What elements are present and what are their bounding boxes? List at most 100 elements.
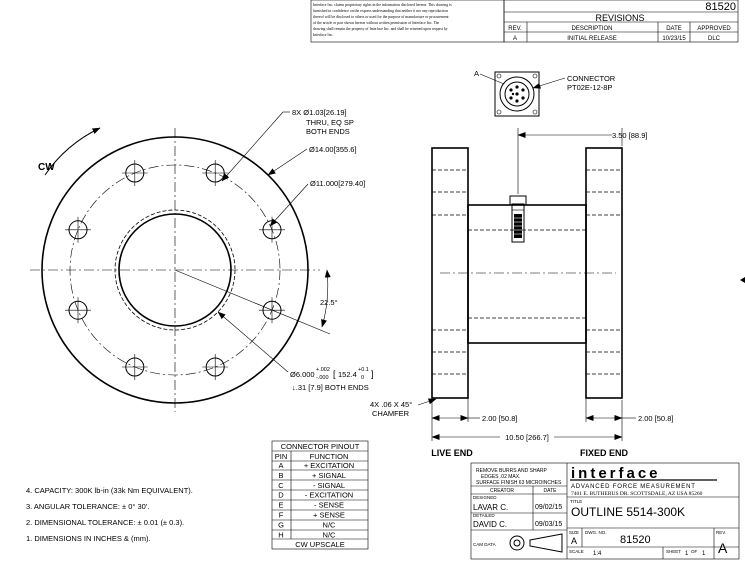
notice-line: drawing shall remain the property of Int… xyxy=(313,27,448,31)
flange-front-view: CW 8X Ø1.03[26.19] THRU, EQ SP BOTH ENDS… xyxy=(30,108,374,412)
hole-callout-line2: THRU, EQ SP xyxy=(306,118,354,127)
detailed-date: 09/03/15 xyxy=(535,521,562,528)
dim-overall: 10.50 [266.7] xyxy=(505,433,549,442)
revision-block: 81520 REVISIONS REV. DESCRIPTION DATE AP… xyxy=(503,0,739,43)
notice-line: furnished in confidence on the express u… xyxy=(313,9,448,13)
chamfer-line1: 4X .06 X 45° xyxy=(370,400,412,409)
connector-pinout-table: CONNECTOR PINOUT PIN FUNCTION A + EXCITAT… xyxy=(271,440,369,550)
side-connector-flange xyxy=(509,195,527,206)
bolt-circle-label: Ø11.000[279.40] xyxy=(310,179,365,188)
live-end-label: LIVE END xyxy=(431,448,473,458)
pinout-function: + SENSE xyxy=(313,511,345,520)
sensor-body xyxy=(467,204,587,344)
notice-line: Interface Inc. xyxy=(313,33,333,37)
dwg-no-value: 81520 xyxy=(620,534,651,546)
dwg-no-label: DWG. NO. xyxy=(585,530,607,535)
bolt-holes xyxy=(65,160,285,380)
connector-flange xyxy=(494,71,540,117)
projection-cone-icon xyxy=(529,533,563,553)
sensor-side-view: 3.50 [88.9] 4X .06 X 45° CHAMFER 2.00 [5… xyxy=(370,128,673,458)
pin-col-header: PIN xyxy=(275,452,288,461)
side-connector-body xyxy=(511,203,525,243)
bore-metric-plus: +0.1 xyxy=(358,367,369,373)
revision-rev: A xyxy=(513,36,517,42)
revision-date: 10/23/15 xyxy=(662,36,686,42)
note-1: 1. DIMENSIONS IN INCHES & (mm). xyxy=(26,534,151,543)
rotation-label: CW xyxy=(38,162,55,173)
size-value: A xyxy=(571,536,577,546)
projection-symbol-icon xyxy=(509,535,525,551)
bottom-title-block: REMOVE BURRS AND SHARP EDGES .02 MAX. SU… xyxy=(470,462,740,560)
pinout-function: - SENSE xyxy=(314,501,344,510)
pinout-pin: H xyxy=(278,530,283,539)
pinout-function: + SIGNAL xyxy=(312,471,346,480)
fixed-end-label: FIXED END xyxy=(580,448,629,458)
rev-value: A xyxy=(718,540,728,556)
scale-value: 1:4 xyxy=(593,551,602,557)
title-label: TITLE xyxy=(570,499,582,504)
bore-depth-label: ↓.31 [7.9] BOTH ENDS xyxy=(292,383,369,392)
bore-metric: 152.4 xyxy=(338,370,357,379)
finish-note-line3: SURFACE FINISH 63 MICROINCHES xyxy=(476,480,562,486)
pinout-function: + EXCITATION xyxy=(304,461,354,470)
pinout-pin: B xyxy=(278,471,283,480)
bore-tol-plus: +.002 xyxy=(316,367,330,373)
description-col-header: DESCRIPTION xyxy=(571,26,612,32)
sheet-value: 1 xyxy=(685,551,689,557)
cw-rotation-arrow xyxy=(44,127,101,176)
designed-date: 09/02/15 xyxy=(535,504,562,511)
pinout-footer: CW UPSCALE xyxy=(295,540,345,549)
finish-note-line2: EDGES .02 MAX. xyxy=(481,474,520,480)
hole-callout-line1: 8X Ø1.03[26.19] xyxy=(292,108,347,117)
date-col-header: DATE xyxy=(666,26,682,32)
company-tagline: ADVANCED FORCE MEASUREMENT xyxy=(571,484,696,490)
pinout-title: CONNECTOR PINOUT xyxy=(281,442,360,451)
angle-label: 22.5° xyxy=(320,298,338,307)
rev-label: REV. xyxy=(716,530,726,535)
pinout-function: N/C xyxy=(323,520,337,529)
dim-connector-offset: 3.50 [88.9] xyxy=(612,131,647,140)
of-label: OF xyxy=(691,549,698,554)
function-col-header: FUNCTION xyxy=(310,452,349,461)
bore-diameter-label: Ø6.000 xyxy=(290,370,315,379)
revision-approved: DLC xyxy=(708,36,721,42)
note-2: 2. DIMENSIONAL TOLERANCE: ± 0.01 (± 0.3)… xyxy=(26,518,184,527)
revision-description: INITIAL RELEASE xyxy=(567,36,616,42)
bore-tol-minus: -.000 xyxy=(316,375,329,381)
hole-callout-line3: BOTH ENDS xyxy=(306,127,350,136)
revisions-heading: REVISIONS xyxy=(595,13,644,23)
note-4: 4. CAPACITY: 300K lb-in (33k Nm EQUIVALE… xyxy=(26,486,193,495)
date-label: DATE xyxy=(544,488,558,494)
pinout-pin: E xyxy=(278,501,283,510)
zone-marker-icon xyxy=(740,277,745,283)
size-label: SIZE xyxy=(569,530,579,535)
scale-label: SCALE xyxy=(569,549,584,554)
pinout-pin: A xyxy=(278,461,283,470)
bracket-right: ] xyxy=(371,369,374,379)
note-3: 3. ANGULAR TOLERANCE: ± 0° 30'. xyxy=(26,502,149,511)
dim-flange-left: 2.00 [50.8] xyxy=(482,414,517,423)
drawing-number-top: 81520 xyxy=(705,1,736,13)
finish-note-line1: REMOVE BURRS AND SHARP xyxy=(476,468,548,474)
chamfer-line2: CHAMFER xyxy=(372,409,410,418)
bracket-left: [ xyxy=(333,369,336,379)
pinout-pin: F xyxy=(279,511,284,520)
company-address: 7401 E. BUTHERUS DR. SCOTTSDALE, AZ USA … xyxy=(571,491,703,497)
drawing-title: OUTLINE 5514-300K xyxy=(571,505,685,519)
pinout-function: - SIGNAL xyxy=(313,481,345,490)
proprietary-notice: Interface Inc. claims proprietary rights… xyxy=(310,0,505,43)
designed-label: DESIGNED xyxy=(473,495,497,500)
pinout-function: N/C xyxy=(323,530,337,539)
approved-col-header: APPROVED xyxy=(697,26,731,32)
bore-metric-minus: 0 xyxy=(361,375,364,381)
connector-callout-letter: A xyxy=(474,69,479,78)
notice-line: thereof will be disclosed to others or u… xyxy=(313,15,450,19)
notice-line: Interface Inc. claims proprietary rights… xyxy=(313,3,452,7)
pinout-pin: D xyxy=(278,491,284,500)
designer-name: LAVAR C. xyxy=(473,503,508,512)
detailed-label: DETAILED xyxy=(473,513,495,518)
outer-diameter-label: Ø14.00[355.6] xyxy=(309,145,357,154)
sheet-total: 1 xyxy=(702,551,706,557)
pinout-function: - EXCITATION xyxy=(305,491,353,500)
